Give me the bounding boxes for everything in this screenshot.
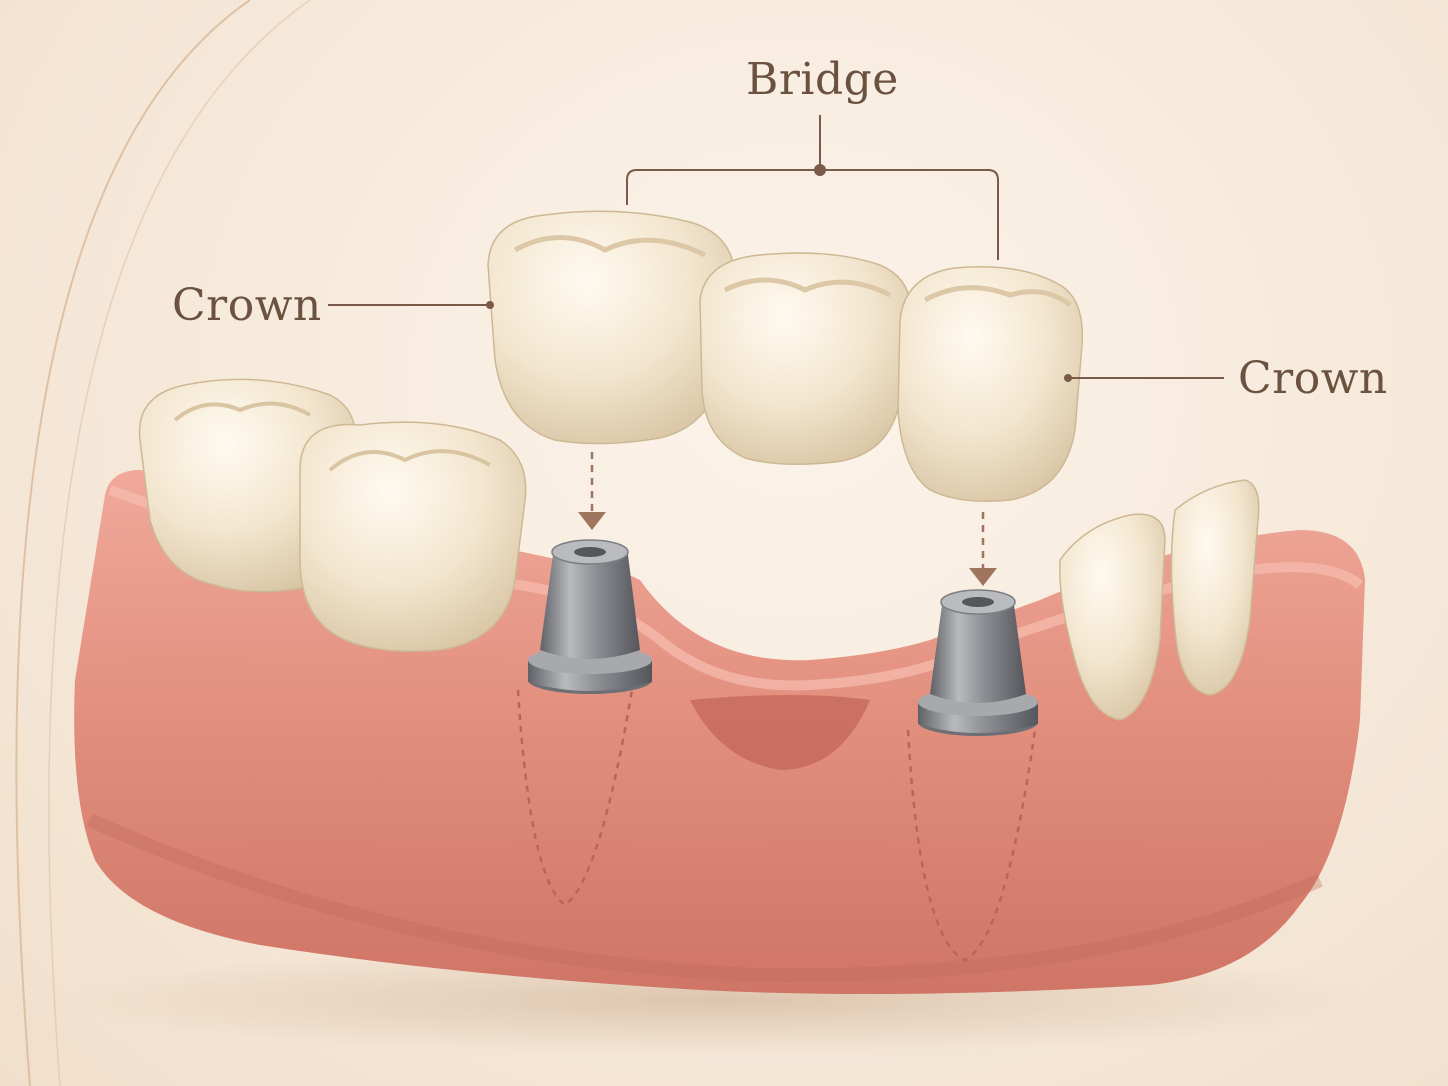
bracket-dot [814,164,826,176]
crown-right-leader-dot [1064,374,1072,382]
implant-abutment-right [918,589,1038,736]
crown-left-leader-dot [486,301,494,309]
bridge-label: Bridge [746,54,899,105]
arrow-down-icon [969,512,997,586]
crown-label-left: Crown [172,280,322,331]
natural-incisor-1 [1059,513,1166,721]
implant-root-outline-right [906,729,1037,962]
implant-abutment-left [528,539,652,694]
decorative-arc [15,0,311,1086]
natural-molar-2 [299,421,527,652]
arrow-down-icon [578,452,606,530]
crown-label-right: Crown [1238,353,1388,404]
natural-incisor-2 [1170,479,1260,696]
bridge-prosthesis [487,210,1084,502]
bridge-crown-right [897,266,1084,502]
bridge-bracket [626,115,999,260]
